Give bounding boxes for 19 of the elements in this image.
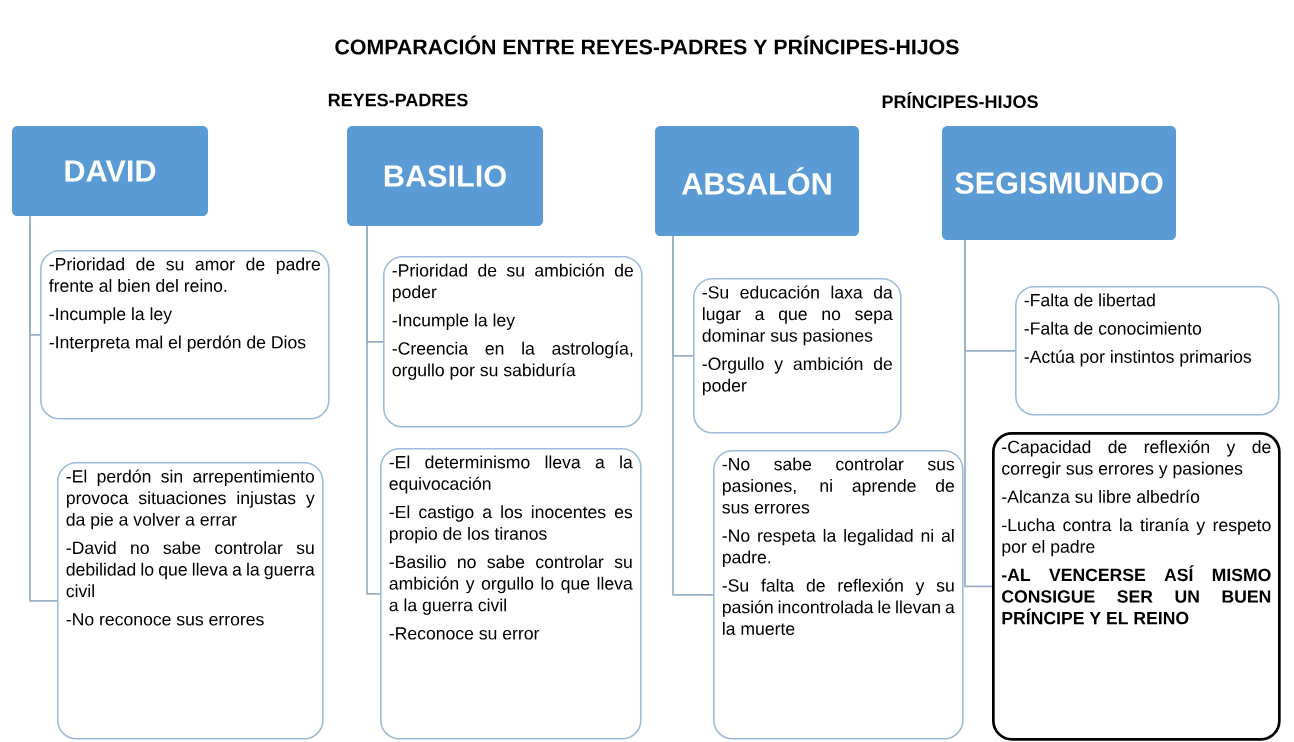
text-box: -Falta de libertad -Falta de conocimiento -Actúa por instintos primarios — [1015, 286, 1280, 416]
text-box: -El determinismo lleva a la equivocación -El castigo a los inocentes es propio de los tiranos -Basilio no sabe controlar su ambición y orgullo lo que lleva a la guerra civil -Reconoce su error — [380, 448, 642, 740]
connector-line — [366, 225, 381, 595]
header-box: BASILIO — [347, 126, 543, 226]
connector-line — [29, 215, 58, 602]
title: COMPARACIÓN ENTRE REYES-PADRES Y PRÍNCIPES-HIJOS — [335, 35, 959, 55]
text-box: -No sabe controlar sus pasiones, ni aprende de sus errores -No respeta la legalidad ni al padre. -Su falta de reflexión y su pasión incontrolada le llevan a la muerte — [713, 450, 964, 740]
header-box: SEGISMUNDO — [942, 126, 1176, 240]
header-box: DAVID — [12, 126, 208, 216]
text-box: -Prioridad de su amor de padre frente al bien del reino. -Incumple la ley -Interpreta mal el perdón de Dios — [40, 250, 330, 420]
group-heading: PRÍNCIPES-HIJOS — [882, 91, 1038, 109]
header-box: ABSALÓN — [655, 126, 859, 236]
group-heading: REYES-PADRES — [328, 93, 468, 107]
connector-line — [964, 239, 993, 588]
text-box: -El perdón sin arrepentimiento provoca situaciones injustas y da pie a volver a errar -David no sabe controlar su debilidad lo que lleva a la guerra civil -No reconoce sus errores — [57, 462, 324, 740]
text-box: -Su educación laxa da lugar a que no sepa dominar sus pasiones -Orgullo y ambición de poder — [693, 278, 902, 434]
connector-line — [672, 235, 714, 596]
text-box: -Capacidad de reflexión y de corregir sus errores y pasiones -Alcanza su libre albedrío -Lucha contra la tiranía y respeto por el padre -AL VENCERSE ASÍ MISMO CONSIGUE SER UN BUEN PRÍNCIPE Y EL REINO — [992, 432, 1281, 741]
text-box: -Prioridad de su ambición de poder -Incumple la ley -Creencia en la astrología, orgullo por su sabiduría — [383, 256, 643, 428]
